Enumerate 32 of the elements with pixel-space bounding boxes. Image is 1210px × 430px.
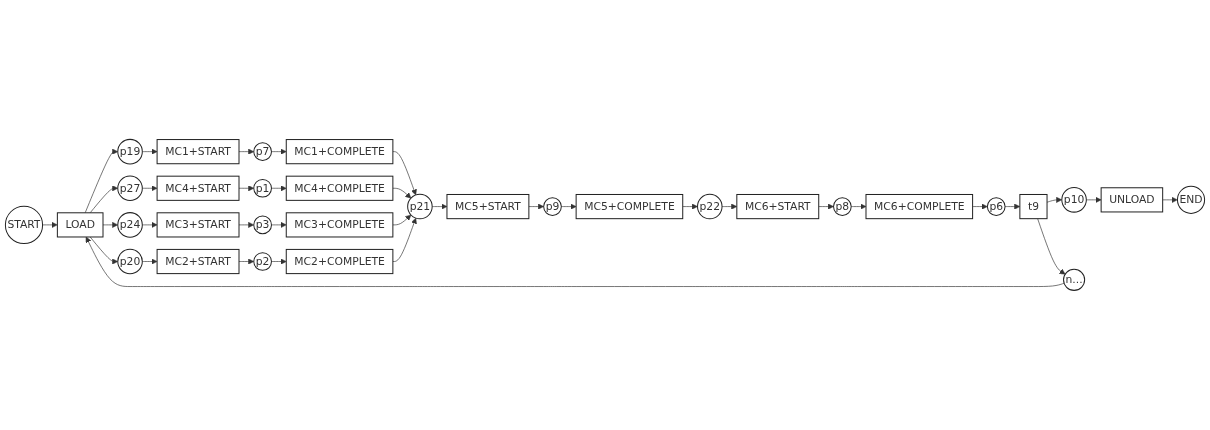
node-circle: END	[1176, 185, 1206, 215]
node-box: MC3+START	[156, 212, 240, 238]
node-box: MC4+START	[156, 175, 240, 201]
node-box: MC2+COMPLETE	[285, 249, 394, 275]
node-circle: p6	[986, 197, 1006, 217]
node-box: MC3+COMPLETE	[285, 212, 394, 238]
node-circle: p27	[117, 175, 143, 202]
node-box: MC6+COMPLETE	[865, 194, 974, 220]
node-box: MC1+COMPLETE	[285, 139, 394, 165]
node-circle: p10	[1061, 187, 1087, 213]
node-box: MC6+START	[736, 194, 820, 220]
node-box: MC4+COMPLETE	[285, 175, 394, 201]
node-circle: p24	[117, 212, 143, 238]
node-circle: p20	[117, 248, 143, 275]
node-circle: p9	[543, 197, 562, 217]
node-circle: p8	[833, 197, 852, 217]
node-box: MC5+COMPLETE	[575, 194, 684, 220]
node-circle: p19	[117, 139, 143, 165]
node-box: MC1+START	[156, 139, 240, 165]
node-circle: p2	[253, 252, 272, 271]
node-box: MC2+START	[156, 249, 240, 275]
node-circle: p1	[253, 179, 272, 198]
node-box: t9	[1019, 194, 1048, 220]
node-circle: p7	[253, 142, 272, 162]
node-box: UNLOAD	[1100, 187, 1164, 213]
node-circle: p3	[253, 215, 272, 235]
node-circle: n...	[1063, 268, 1086, 291]
node-box: LOAD	[56, 212, 104, 238]
node-circle: START	[4, 205, 44, 245]
node-circle: p21	[407, 193, 433, 220]
node-circle: p22	[697, 193, 723, 220]
node-box: MC5+START	[446, 194, 530, 220]
